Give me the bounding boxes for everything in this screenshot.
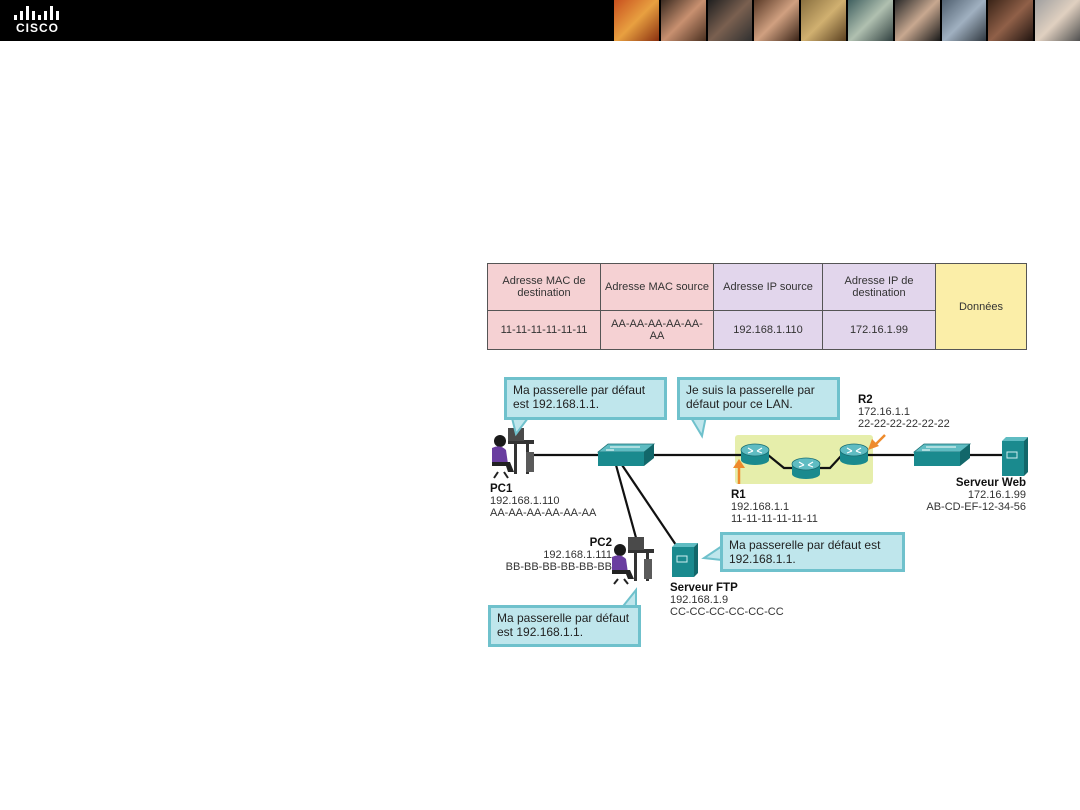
value-dest-mac: 11-11-11-11-11-11: [487, 310, 601, 350]
r2-mac: 22-22-22-22-22-22: [858, 418, 950, 430]
link-rcenter-r2: [819, 454, 843, 470]
pc1-callout: Ma passerelle par défaut est 192.168.1.1…: [504, 377, 667, 420]
cisco-logo-bars-icon: [14, 6, 60, 20]
pc1-ip: 192.168.1.110: [490, 495, 560, 507]
pc2-callout: Ma passerelle par défaut est 192.168.1.1…: [488, 605, 641, 647]
pc2-ip: 192.168.1.111: [543, 549, 612, 561]
pc1-workstation-icon: [492, 428, 534, 479]
top-banner: CISCO: [0, 0, 1080, 41]
link-switch-pc2: [614, 464, 640, 546]
pc2-mac: BB-BB-BB-BB-BB-BB: [505, 561, 612, 573]
r1-name: R1: [731, 489, 746, 501]
pc1-name: PC1: [490, 483, 513, 495]
link-switch-ftp: [621, 464, 677, 546]
web-ip: 172.16.1.99: [967, 489, 1026, 501]
link-r1-rcenter: [767, 454, 793, 470]
r1-label: R1 192.168.1.1 11-11-11-11-11-11: [731, 489, 851, 525]
data-cell: Données: [935, 263, 1027, 350]
pc2-name: PC2: [589, 537, 612, 549]
cisco-logo: CISCO: [14, 6, 74, 36]
r2-ip: 172.16.1.1: [858, 406, 910, 418]
router-r2-icon: [839, 443, 869, 465]
r2-interface-arrow-icon: [868, 434, 886, 450]
header-dest-mac: Adresse MAC de destination: [487, 263, 601, 311]
ftp-name: Serveur FTP: [670, 582, 738, 594]
ftp-mac: CC-CC-CC-CC-CC-CC: [670, 606, 784, 618]
banner-photo-strip: [612, 0, 1080, 41]
header-src-ip: Adresse IP source: [713, 263, 823, 311]
ftp-server-icon: [672, 543, 698, 577]
web-label: Serveur Web 172.16.1.99 AB-CD-EF-12-34-5…: [906, 477, 1026, 513]
cisco-logo-text: CISCO: [16, 21, 60, 35]
header-src-mac: Adresse MAC source: [600, 263, 714, 311]
value-src-ip: 192.168.1.110: [713, 310, 823, 350]
web-mac: AB-CD-EF-12-34-56: [926, 501, 1026, 513]
pc2-label: PC2 192.168.1.111 BB-BB-BB-BB-BB-BB: [470, 537, 612, 573]
r2-name: R2: [858, 394, 873, 406]
web-server-icon: [1002, 437, 1028, 476]
header-dest-ip: Adresse IP de destination: [822, 263, 936, 311]
router-r1-icon: [740, 443, 770, 465]
r1-callout: Je suis la passerelle par défaut pour ce…: [677, 377, 840, 420]
ftp-label: Serveur FTP 192.168.1.9 CC-CC-CC-CC-CC-C…: [670, 582, 810, 618]
pc2-workstation-icon: [612, 537, 654, 585]
value-dest-ip: 172.16.1.99: [822, 310, 936, 350]
r1-interface-arrow-icon: [733, 459, 745, 484]
ftp-ip: 192.168.1.9: [670, 594, 729, 606]
r1-ip: 192.168.1.1: [731, 501, 790, 513]
router-center-icon: [791, 457, 821, 479]
web-name: Serveur Web: [955, 477, 1026, 489]
pc1-mac: AA-AA-AA-AA-AA-AA: [490, 507, 597, 519]
value-src-mac: AA-AA-AA-AA-AA-AA: [600, 310, 714, 350]
r1-mac: 11-11-11-11-11-11: [731, 513, 818, 525]
r2-label: R2 172.16.1.1 22-22-22-22-22-22: [858, 394, 978, 430]
frame-header-table: Adresse MAC de destination Adresse MAC s…: [487, 263, 1027, 350]
ftp-callout: Ma passerelle par défaut est 192.168.1.1…: [720, 532, 905, 572]
switch-icon: [596, 443, 656, 466]
switch-icon: [912, 443, 972, 466]
pc1-label: PC1 192.168.1.110 AA-AA-AA-AA-AA-AA: [490, 483, 630, 519]
